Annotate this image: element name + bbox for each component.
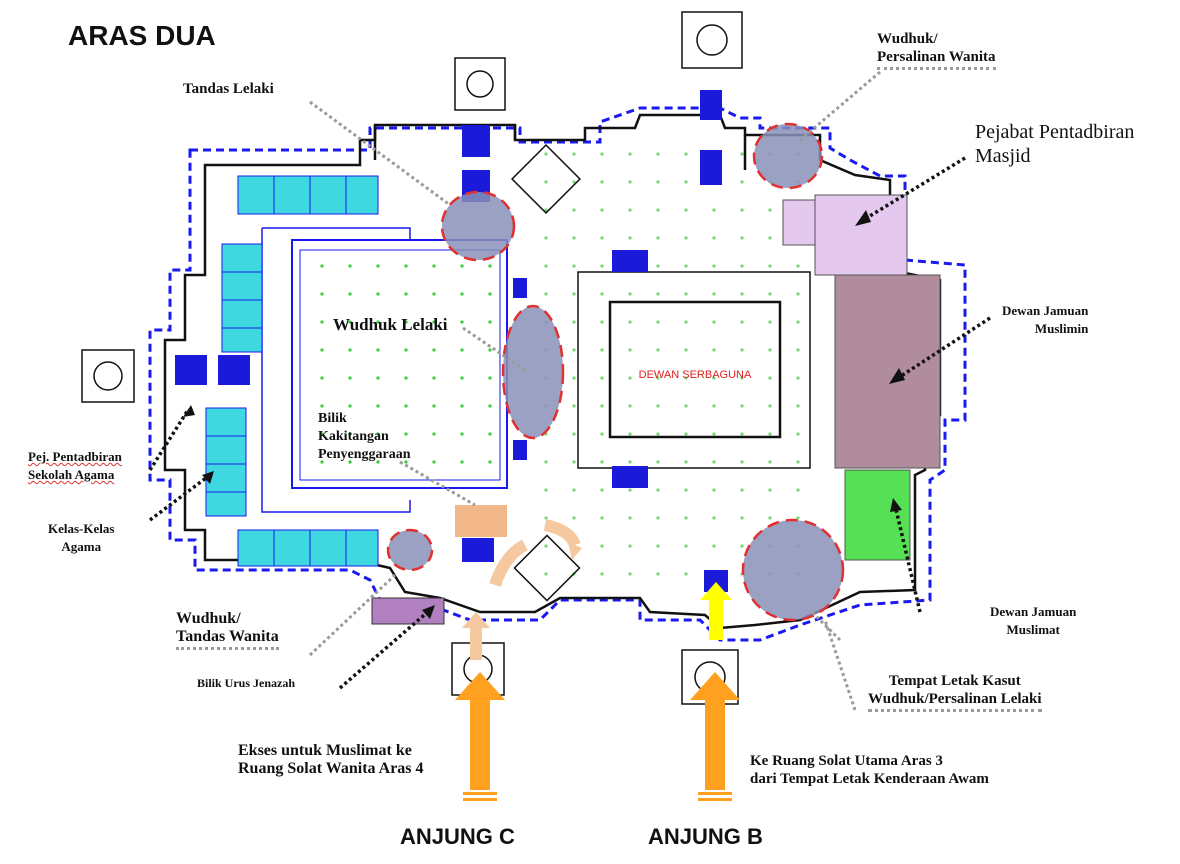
bilik-urus-jenazah-room (371, 597, 445, 625)
pejabat-masjid-room (814, 194, 908, 276)
label-line: Persalinan Wanita (877, 48, 996, 70)
leader-lines-grey (308, 70, 881, 711)
arrow-heads (183, 210, 905, 619)
label-line: Dewan Jamuan (990, 604, 1077, 619)
label-line: Pejabat Pentadbiran (975, 121, 1135, 143)
staircases (175, 90, 728, 592)
label-line: Agama (61, 539, 102, 554)
label-line: Wudhuk/ (877, 31, 938, 47)
label-wudhuk-lelaki: Wudhuk Lelaki (333, 315, 448, 334)
label-dewan-jamuan-muslimat: Dewan Jamuan Muslimat (990, 603, 1076, 639)
label-wudhuk-tandas-wanita: Wudhuk/ Tandas Wanita (176, 610, 279, 650)
label-dewan-jamuan-muslimin: Dewan Jamuan Muslimin (1002, 302, 1088, 338)
highlight-areas (386, 122, 845, 622)
label-ke-ruang-solat-utama: Ke Ruang Solat Utama Aras 3 dari Tempat … (750, 752, 989, 788)
label-line: Ke Ruang Solat Utama Aras 3 (750, 753, 943, 769)
label-line: Ekses untuk Muslimat ke (238, 742, 412, 759)
label-line: Dewan Jamuan (1002, 303, 1089, 318)
label-line: Bilik (318, 411, 347, 426)
label-line: Muslimin (1034, 321, 1089, 336)
label-line: Tempat Letak Kasut (888, 673, 1021, 689)
label-tandas-lelaki: Tandas Lelaki (183, 81, 274, 97)
label-bilik-urus-jenazah: Bilik Urus Jenazah (197, 676, 296, 690)
label-line: Wudhuk/Persalinan Lelaki (868, 690, 1042, 712)
label-line: Wudhuk/ (176, 610, 241, 627)
dewan-jamuan-muslimin-room (834, 274, 941, 469)
label-line: dari Tempat Letak Kenderaan Awam (750, 771, 989, 787)
label-line: Tandas Wanita (176, 628, 279, 650)
inner-hall-grid (300, 250, 500, 480)
label-line: Kakitangan (318, 429, 389, 444)
label-line: Ruang Solat Wanita Aras 4 (238, 760, 424, 777)
label-pejabat-pentadbiran-masjid: Pejabat Pentadbiran Masjid (975, 120, 1134, 168)
label-anjung-c: ANJUNG C (400, 824, 515, 849)
label-pej-pentadbiran-sekolah: Pej. Pentadbiran Sekolah Agama (28, 448, 122, 484)
label-line: Masjid (975, 145, 1031, 167)
label-line: Sekolah Agama (28, 467, 115, 482)
label-wudhuk-persalinan-wanita: Wudhuk/ Persalinan Wanita (877, 30, 996, 70)
dewan-jamuan-muslimat-room (844, 469, 911, 561)
label-kelas-agama: Kelas-Kelas Agama (48, 520, 114, 556)
label-ekses-muslimat: Ekses untuk Muslimat ke Ruang Solat Wani… (238, 742, 424, 778)
map-title: ARAS DUA (68, 20, 216, 51)
label-anjung-b: ANJUNG B (648, 824, 763, 849)
dewan-serbaguna-label: DEWAN SERBAGUNA (639, 369, 752, 381)
pejabat-masjid-annex (782, 199, 816, 246)
classrooms (205, 175, 379, 567)
label-line: Muslimat (1006, 622, 1060, 637)
label-line: Penyenggaraan (318, 447, 411, 462)
label-tempat-letak-kasut: Tempat Letak Kasut Wudhuk/Persalinan Lel… (868, 672, 1042, 712)
leader-arrows-black (148, 156, 991, 690)
access-arrows (455, 519, 740, 801)
label-bilik-kakitangan: Bilik Kakitangan Penyenggaraan (318, 410, 411, 464)
label-line: Pej. Pentadbiran (28, 449, 122, 464)
label-line: Kelas-Kelas (48, 521, 115, 536)
bilik-kakitangan-room (455, 505, 507, 537)
diamond-pods (510, 143, 582, 602)
